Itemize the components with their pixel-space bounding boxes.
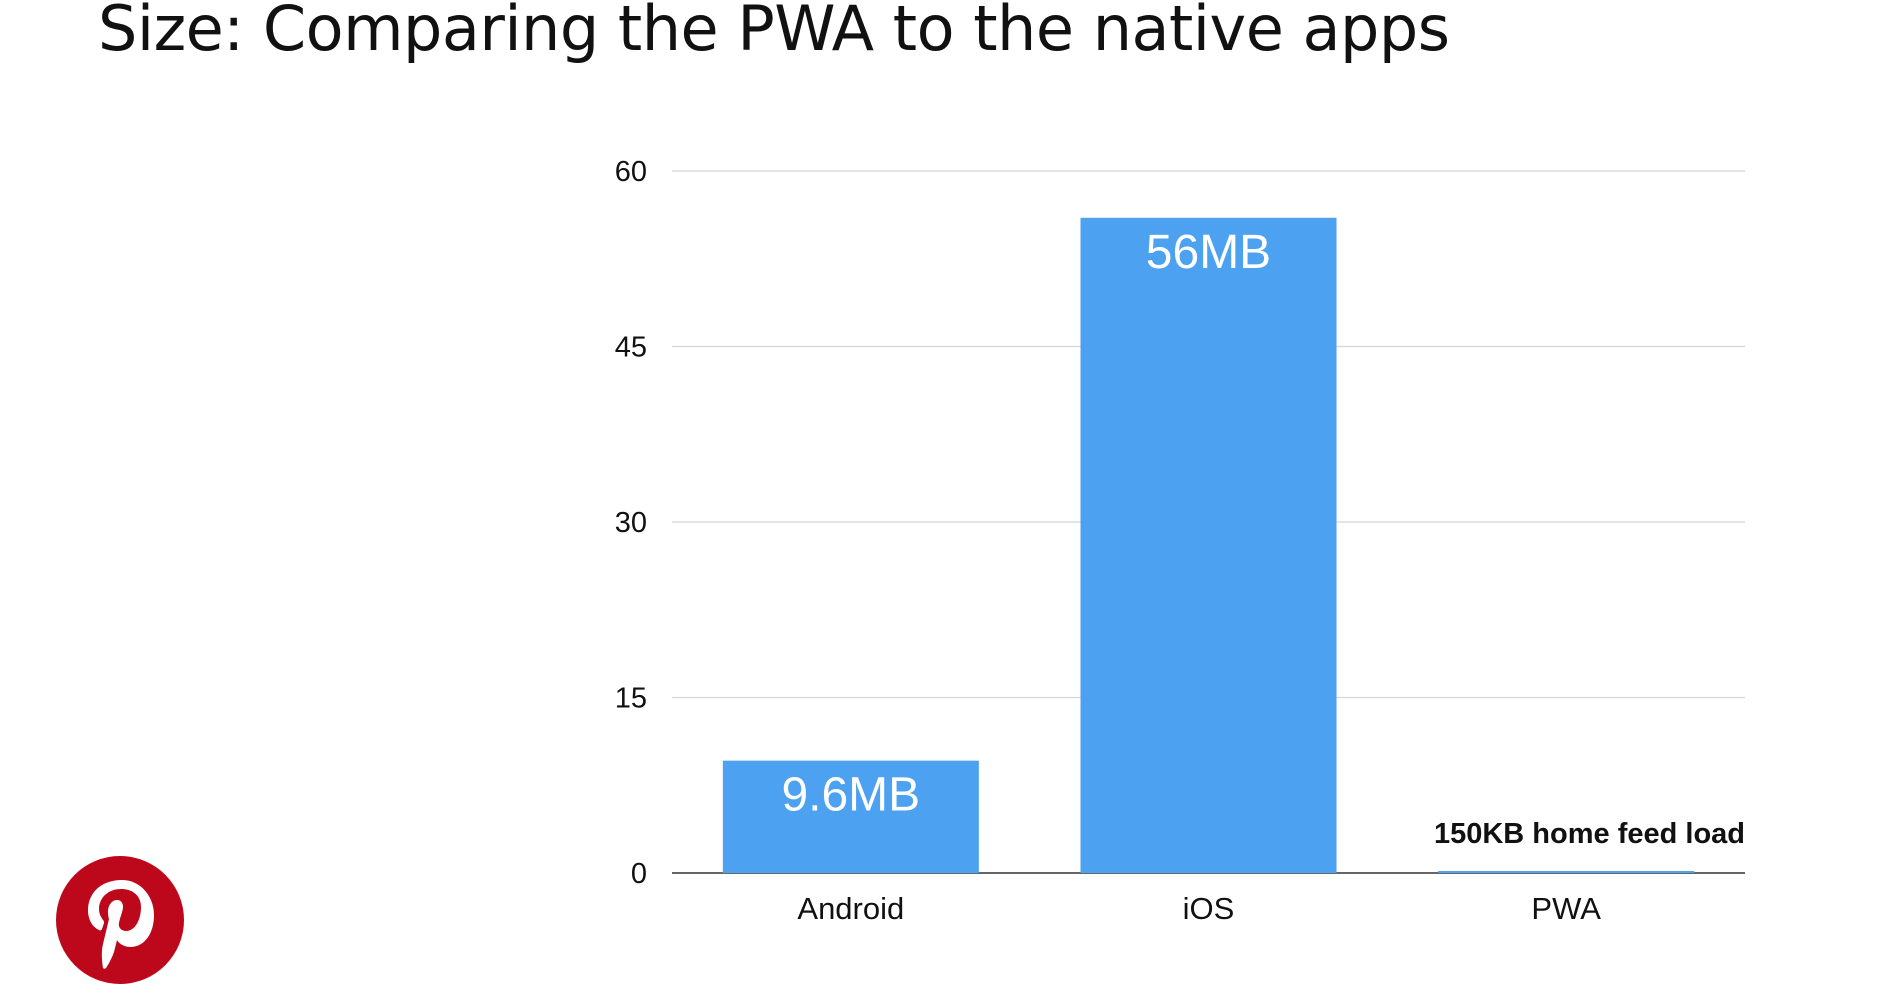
pinterest-logo-icon	[56, 856, 184, 984]
y-tick-label: 15	[615, 683, 647, 715]
y-tick-label: 0	[631, 858, 647, 890]
x-tick-label: iOS	[1183, 891, 1235, 926]
data-label: 150KB home feed load	[1434, 818, 1745, 850]
data-label: 9.6MB	[781, 769, 920, 822]
y-tick-label: 60	[615, 156, 647, 188]
page-title: Size: Comparing the PWA to the native ap…	[98, 0, 1450, 65]
bars	[722, 217, 1695, 874]
y-tick-label: 45	[615, 332, 647, 364]
bar	[1438, 871, 1695, 873]
x-tick-label: PWA	[1531, 891, 1601, 926]
x-tick-label: Android	[797, 891, 904, 926]
bar	[722, 760, 979, 873]
bar	[1080, 217, 1337, 874]
y-tick-label: 30	[615, 507, 647, 539]
data-label: 56MB	[1146, 226, 1271, 279]
